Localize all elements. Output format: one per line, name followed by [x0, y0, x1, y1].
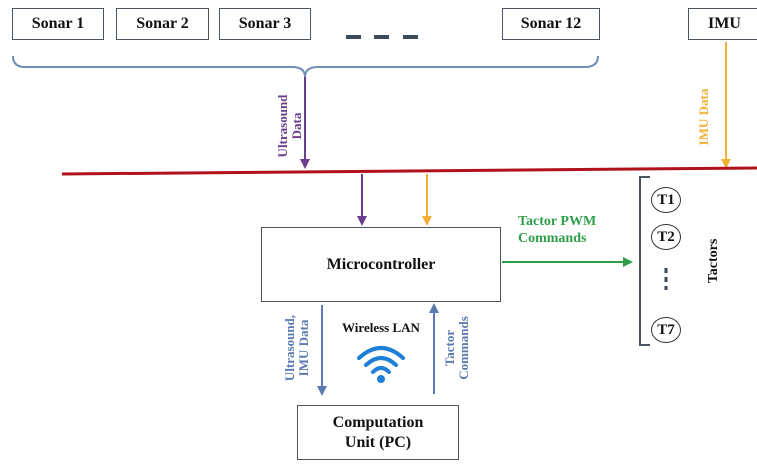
tactor-t1: T1 — [651, 187, 681, 213]
tactors-bracket — [639, 176, 650, 346]
tactors-label: Tactors — [706, 238, 721, 284]
sonar-3-box: Sonar 3 — [219, 8, 311, 40]
sonar-1-box: Sonar 1 — [12, 8, 104, 40]
wireless-lan-label: Wireless LAN — [342, 320, 420, 335]
tactor-t2: T2 — [651, 224, 681, 250]
computation-unit-box: Computation Unit (PC) — [297, 405, 459, 460]
microcontroller-box: Microcontroller — [261, 227, 501, 302]
imu-data-label: IMU Data — [696, 88, 711, 146]
tactor-t7: T7 — [651, 317, 681, 343]
sonar-12-box: Sonar 12 — [502, 8, 600, 40]
tactor-commands-label: Tactor Commands — [442, 316, 471, 380]
ultrasound-data-label: Ultrasound Data — [275, 94, 304, 158]
sonar-brace — [12, 55, 599, 78]
imu-box: IMU — [688, 8, 757, 40]
data-bus-line — [61, 166, 757, 176]
ultrasound-imu-data-label: Ultrasound, IMU Data — [282, 314, 311, 382]
tactor-pwm-label: Tactor PWM Commands — [518, 214, 597, 246]
sonar-2-box: Sonar 2 — [116, 8, 209, 40]
wifi-icon — [357, 346, 405, 383]
